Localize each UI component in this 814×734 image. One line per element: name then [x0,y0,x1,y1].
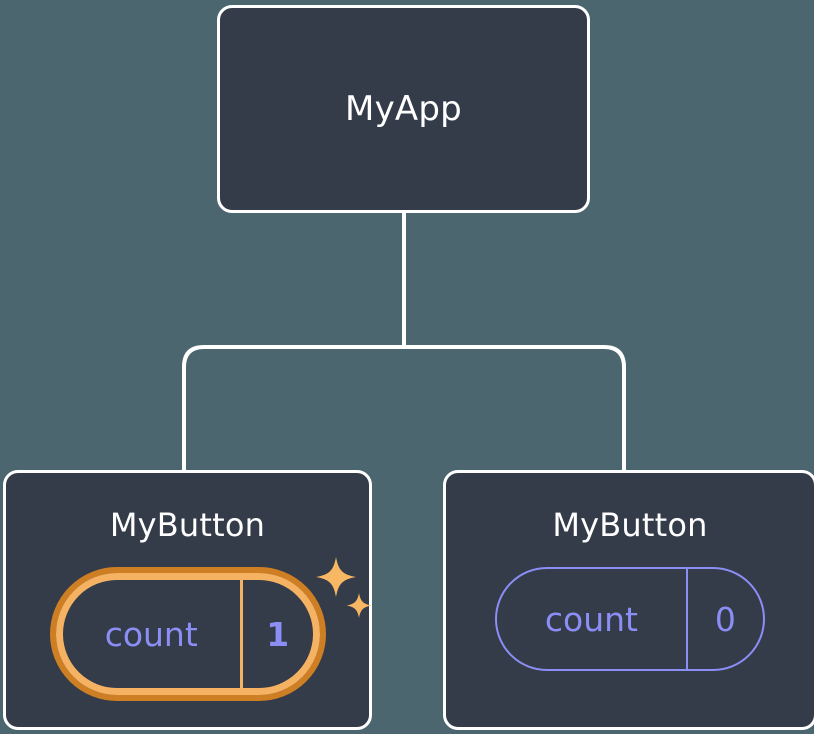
state-pill-right-wrapper: count 0 [495,567,765,671]
node-myapp-title: MyApp [345,89,462,129]
state-pill-right[interactable]: count 0 [495,567,765,671]
state-pill-right-key: count [544,599,638,639]
node-mybutton-right-title: MyButton [552,506,708,544]
state-pill-left-value: 1 [240,580,313,688]
state-pill-right-value: 0 [685,569,763,669]
node-mybutton-left-title: MyButton [109,506,266,544]
node-myapp[interactable]: MyApp [217,5,590,213]
sparkle-icon-large [315,557,356,597]
state-pill-left-inner: count 1 [55,573,320,695]
state-pill-left-key: count [104,614,198,654]
node-mybutton-left[interactable]: MyButton count 1 [3,470,372,730]
node-mybutton-right[interactable]: MyButton count 0 [443,470,814,730]
state-pill-left-highlighted[interactable]: count 1 [49,567,326,701]
connector-branch-bar [182,345,626,470]
state-pill-left-wrapper: count 1 [49,557,371,701]
sparkle-icon-small [346,593,371,618]
